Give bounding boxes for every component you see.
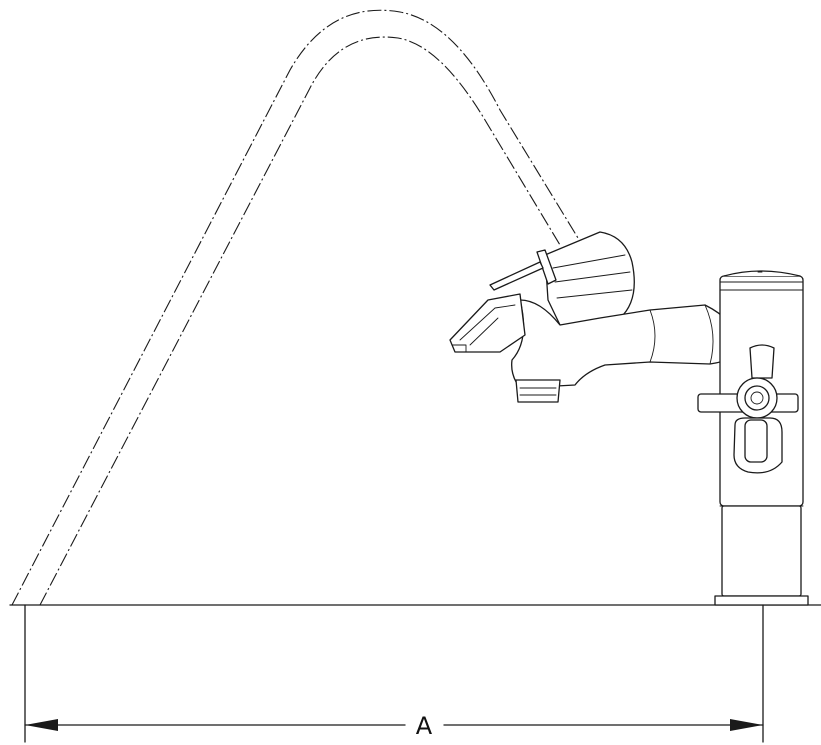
dimension-label: A xyxy=(416,712,433,740)
spout-extension-phantom xyxy=(11,9,579,606)
arrowhead-right xyxy=(730,719,763,731)
spout-body xyxy=(511,299,743,403)
cross-handle xyxy=(697,344,799,474)
spray-nozzle xyxy=(449,293,526,353)
arrowhead-left xyxy=(25,719,58,731)
dimension-a: A xyxy=(24,604,764,743)
